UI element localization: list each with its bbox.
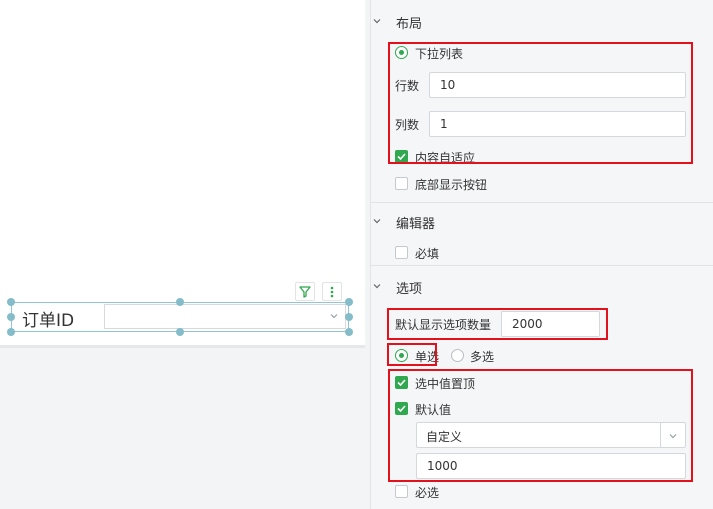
- check-icon: [397, 405, 406, 413]
- pin-selected-checkbox[interactable]: [395, 376, 408, 389]
- multi-label: 多选: [470, 350, 495, 364]
- default-value-checkbox[interactable]: [395, 402, 408, 415]
- chevron-down-icon[interactable]: [372, 16, 382, 26]
- show-bottom-buttons-checkbox[interactable]: [395, 177, 408, 190]
- default-count-label: 默认显示选项数量: [395, 318, 492, 332]
- chevron-down-icon[interactable]: [372, 281, 382, 291]
- cols-input[interactable]: 1: [429, 111, 686, 137]
- resize-handle-t[interactable]: [176, 298, 184, 306]
- section-divider: [371, 265, 713, 266]
- rows-label: 行数: [395, 79, 420, 93]
- resize-handle-tr[interactable]: [345, 298, 353, 306]
- resize-handle-l[interactable]: [7, 313, 15, 321]
- widget-dropdown[interactable]: [104, 304, 346, 329]
- auto-fit-label: 内容自适应: [415, 151, 476, 165]
- filter-icon: [299, 286, 311, 298]
- chevron-down-icon: [330, 314, 338, 319]
- radio-dropdown-list[interactable]: [395, 46, 408, 59]
- auto-fit-checkbox[interactable]: [395, 150, 408, 163]
- resize-handle-br[interactable]: [345, 328, 353, 336]
- check-icon: [397, 379, 406, 387]
- default-value-input[interactable]: 1000: [416, 453, 686, 479]
- show-bottom-buttons-label: 底部显示按钮: [415, 178, 488, 192]
- chevron-down-icon[interactable]: [372, 216, 382, 226]
- resize-handle-b[interactable]: [176, 328, 184, 336]
- resize-handle-r[interactable]: [345, 313, 353, 321]
- section-title-editor[interactable]: 编辑器: [396, 217, 436, 232]
- check-icon: [397, 153, 406, 161]
- default-count-input[interactable]: 2000: [501, 311, 600, 337]
- rows-input[interactable]: 10: [429, 72, 686, 98]
- radio-single[interactable]: [395, 349, 408, 362]
- editor-required-checkbox[interactable]: [395, 246, 408, 259]
- dropdown-list-label: 下拉列表: [415, 47, 464, 61]
- widget-label: 订单ID: [22, 311, 75, 331]
- resize-handle-tl[interactable]: [7, 298, 15, 306]
- kebab-icon: [330, 286, 334, 298]
- canvas-edge: [0, 345, 365, 348]
- editor-required-label: 必填: [415, 247, 440, 261]
- cols-label: 列数: [395, 118, 420, 132]
- section-title-layout[interactable]: 布局: [396, 17, 423, 32]
- options-required-checkbox[interactable]: [395, 485, 408, 498]
- default-mode-value: 自定义: [426, 430, 463, 444]
- default-mode-select[interactable]: 自定义: [416, 422, 686, 448]
- filter-button[interactable]: [295, 282, 315, 301]
- single-label: 单选: [415, 350, 440, 364]
- pin-selected-label: 选中值置顶: [415, 377, 476, 391]
- more-options-button[interactable]: [322, 282, 342, 301]
- select-separator: [660, 423, 661, 447]
- radio-multi[interactable]: [451, 349, 464, 362]
- options-required-label: 必选: [415, 486, 440, 500]
- section-divider: [371, 202, 713, 203]
- chevron-down-icon: [669, 434, 677, 439]
- resize-handle-bl[interactable]: [7, 328, 15, 336]
- section-title-options[interactable]: 选项: [396, 282, 423, 297]
- default-value-label: 默认值: [415, 403, 452, 417]
